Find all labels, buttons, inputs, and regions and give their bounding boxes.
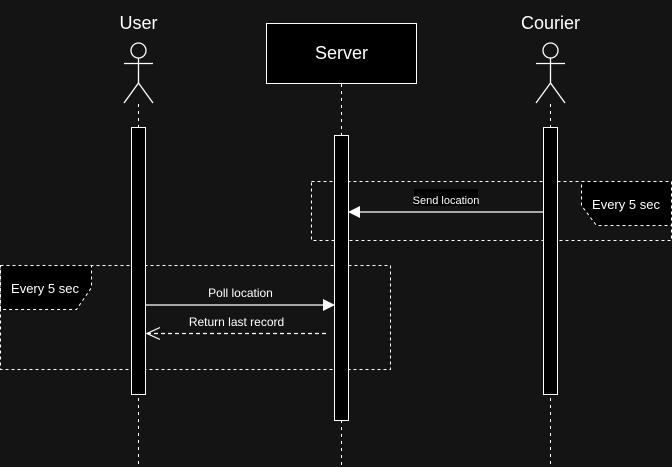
- loop-label-tab: [0, 265, 92, 310]
- courier-activation-bar: [543, 127, 558, 395]
- participant-server: Server: [266, 23, 417, 84]
- stick-figure-icon: [123, 42, 154, 104]
- loop-label-courier: Every 5 sec: [592, 197, 660, 212]
- loop-frame-courier: Every 5 sec: [311, 181, 672, 241]
- message-label-bg: [414, 189, 478, 206]
- actor-user: User: [119, 13, 158, 104]
- actor-courier: Courier: [521, 13, 580, 104]
- loop-label-user: Every 5 sec: [11, 281, 79, 296]
- user-activation-bar: [131, 127, 146, 395]
- message-label-poll-location: Poll location: [208, 286, 273, 300]
- server-box: [266, 23, 417, 84]
- message-send-location: Send location: [348, 189, 543, 218]
- message-poll-location: Poll location: [146, 286, 335, 311]
- loop-frame-user: Every 5 sec: [0, 265, 391, 370]
- message-return-last-record: Return last record: [147, 315, 326, 334]
- message-label-return-last-record: Return last record: [189, 315, 284, 329]
- loop-label-tab: [581, 181, 672, 226]
- message-label-send-location: Send location: [413, 195, 480, 207]
- server-activation-bar: [334, 135, 349, 421]
- participant-label-courier: Courier: [521, 13, 580, 33]
- participant-label-user: User: [119, 13, 157, 33]
- participant-label-server: Server: [315, 43, 368, 63]
- stick-figure-icon: [535, 42, 566, 104]
